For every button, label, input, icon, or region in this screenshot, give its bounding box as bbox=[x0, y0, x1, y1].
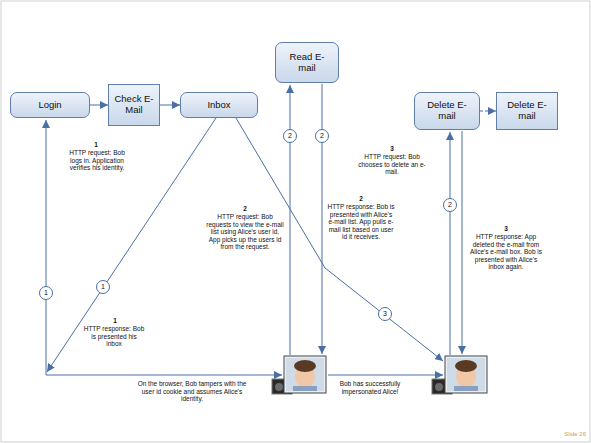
callout-number: 1 bbox=[97, 282, 109, 292]
process-box: Read E-mail bbox=[275, 42, 339, 83]
process-box: Check E-Mail bbox=[108, 84, 160, 126]
request-line bbox=[450, 132, 451, 355]
callout-circle bbox=[379, 308, 392, 321]
browser-line bbox=[46, 375, 282, 376]
callout-number: 1 bbox=[40, 288, 52, 298]
step-number: 3 bbox=[377, 145, 407, 153]
callout-circle bbox=[97, 281, 110, 294]
box-label: Read E-mail bbox=[287, 52, 327, 74]
box-label: Delete E-mail bbox=[427, 100, 467, 122]
callout-number: 2 bbox=[444, 200, 456, 210]
box-label: Check E-Mail bbox=[114, 94, 154, 116]
step-note: HTTP response: App deleted the e-mail fr… bbox=[468, 233, 544, 271]
callout-circle bbox=[316, 130, 329, 143]
slide-number: Slide 26 bbox=[564, 430, 586, 438]
process-box: Login bbox=[10, 92, 90, 118]
callout-number: 2 bbox=[316, 131, 328, 141]
step-number: 3 bbox=[491, 225, 521, 233]
callout-number: 3 bbox=[379, 309, 391, 319]
flow-arrow bbox=[160, 105, 180, 106]
box-label: Inbox bbox=[207, 100, 230, 111]
callout-number: 2 bbox=[284, 131, 296, 141]
request-line bbox=[290, 85, 291, 355]
flow-arrow bbox=[90, 105, 108, 106]
caption-note: Bob has successfully impersonated Alice! bbox=[330, 380, 410, 395]
browser-photo bbox=[272, 356, 326, 394]
response-line bbox=[462, 131, 463, 354]
caption-note: On the browser, Bob tampers with the use… bbox=[132, 380, 252, 403]
step-number: 2 bbox=[346, 195, 376, 203]
callout-circle bbox=[284, 130, 297, 143]
process-box: Delete E-mail bbox=[414, 92, 480, 130]
box-label: Delete E-mail bbox=[507, 100, 547, 122]
impersonation-line bbox=[328, 375, 443, 376]
step-note: HTTP request: Bob chooses to delete an e… bbox=[357, 153, 427, 176]
step-note: HTTP request: Bob logs in. Application v… bbox=[64, 149, 130, 172]
process-box: Delete E-mail bbox=[496, 92, 558, 130]
step-number: 2 bbox=[230, 205, 260, 213]
step-note: HTTP response: Bob is presented with Ali… bbox=[327, 203, 395, 241]
step-number: 1 bbox=[100, 317, 130, 325]
step-note: HTTP request: Bob requests to view the e… bbox=[206, 213, 284, 251]
process-box: Inbox bbox=[180, 92, 258, 118]
step-number: 1 bbox=[81, 141, 111, 149]
response-line bbox=[322, 84, 323, 354]
box-label: Login bbox=[38, 100, 61, 111]
callout-circle bbox=[444, 199, 457, 212]
response-line bbox=[47, 118, 216, 372]
request-line bbox=[46, 120, 47, 375]
callout-circle bbox=[40, 287, 53, 300]
flow-arrow bbox=[480, 111, 496, 112]
step-note: HTTP response: Bob is presented his inbo… bbox=[83, 325, 145, 348]
browser-photo bbox=[432, 356, 487, 394]
